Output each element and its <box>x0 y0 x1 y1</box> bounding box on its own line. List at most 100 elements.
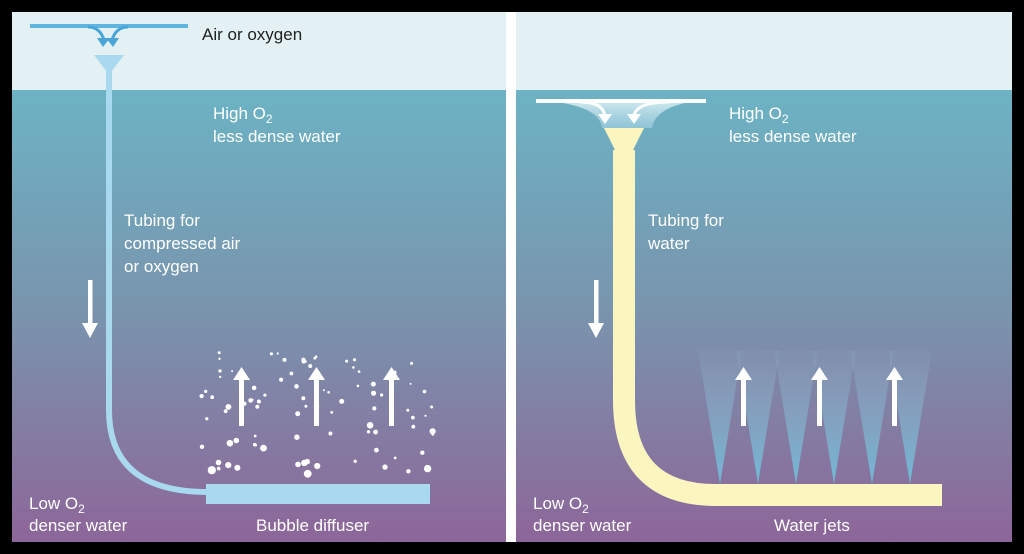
right-high-o2-label: High O2 <box>729 104 789 126</box>
surface-funnel <box>536 100 706 128</box>
bubble <box>225 404 232 410</box>
left-up-arrows <box>233 367 400 426</box>
bubble <box>353 459 357 463</box>
bubble <box>301 357 306 362</box>
bubble <box>295 411 301 417</box>
bubble <box>226 439 234 447</box>
bubble <box>357 370 361 373</box>
bubble <box>374 447 379 453</box>
bubble <box>409 382 412 385</box>
panel-divider <box>506 12 516 542</box>
right-down-arrow <box>588 280 604 338</box>
bubble <box>382 464 388 470</box>
bubble <box>276 352 279 355</box>
water-tube <box>613 150 942 506</box>
up-arrow <box>811 367 828 426</box>
bubble <box>256 399 261 404</box>
air-funnel <box>94 55 124 72</box>
bubble <box>410 361 414 365</box>
bubble <box>301 459 308 467</box>
right-low-o2-label: Low O2 <box>533 494 589 516</box>
gas-label: Air or oxygen <box>202 25 302 44</box>
water-jet <box>774 350 818 484</box>
water-jets <box>698 350 932 484</box>
bubble <box>204 389 208 393</box>
up-arrow <box>308 367 325 426</box>
bubble <box>205 417 209 421</box>
water-jet <box>698 350 742 484</box>
bubble <box>303 469 312 478</box>
bubble <box>218 369 222 373</box>
bubble <box>304 404 308 408</box>
bubble <box>313 356 317 360</box>
left-sky <box>12 12 506 90</box>
bubble <box>295 461 301 468</box>
bubble <box>233 437 240 444</box>
up-arrow <box>383 367 400 426</box>
air-inlet-arrow-left <box>87 25 106 41</box>
right-tubing-label-1: Tubing for <box>648 211 724 230</box>
right-tubing-label-2: water <box>647 234 690 253</box>
up-arrow <box>735 367 752 426</box>
bubble <box>323 389 325 392</box>
bubble <box>269 352 273 356</box>
left-tubing-label-2: compressed air <box>124 234 241 253</box>
air-inlet-arrowhead-right <box>106 38 119 47</box>
bubble <box>356 384 360 388</box>
bubble <box>260 444 267 452</box>
bubble <box>406 469 411 474</box>
surface-arrowhead-left <box>598 114 612 124</box>
bubble <box>366 430 371 434</box>
bubble <box>210 395 215 400</box>
right-less-dense-label: less dense water <box>729 127 857 146</box>
bubble-diffuser <box>206 484 430 504</box>
bubble <box>330 411 334 414</box>
bubble <box>217 351 221 355</box>
bubble <box>216 466 221 471</box>
air-inlet-arrowhead-left <box>97 38 110 47</box>
bubble <box>218 357 221 360</box>
bubble <box>328 431 333 436</box>
right-water <box>516 90 1012 542</box>
air-inlet-arrow-right <box>110 25 129 41</box>
bubble <box>339 398 345 404</box>
left-water <box>12 90 506 542</box>
bubble <box>411 415 415 420</box>
bubble <box>352 366 355 369</box>
bubble <box>352 358 357 362</box>
right-up-arrows <box>735 367 903 426</box>
bubble <box>314 462 321 470</box>
bubble <box>345 359 349 363</box>
bubble <box>393 456 397 460</box>
water-jet <box>812 350 856 484</box>
right-denser-label: denser water <box>533 516 632 535</box>
left-low-o2-label: Low O2 <box>29 494 85 516</box>
bubble <box>373 429 378 435</box>
bubble <box>422 389 427 394</box>
water-jet <box>850 350 894 484</box>
bubble <box>430 405 434 409</box>
bubble <box>380 393 384 397</box>
surface-arrow-left <box>579 100 607 117</box>
up-arrow <box>233 367 250 426</box>
bubble <box>219 375 222 379</box>
bubble <box>429 428 436 435</box>
water-funnel <box>604 128 644 152</box>
bubble <box>225 462 232 469</box>
left-panel: Air or oxygen High O2 less dense water T… <box>12 12 506 542</box>
surface-arrow-right <box>632 100 671 117</box>
bubble-diffuser-label: Bubble diffuser <box>256 516 369 535</box>
bubble <box>255 404 260 409</box>
bubble <box>371 390 377 396</box>
bubble <box>231 370 234 373</box>
bubble <box>263 393 267 397</box>
water-jet <box>736 350 780 484</box>
bubble <box>431 432 435 436</box>
bubble <box>370 381 376 387</box>
up-arrow <box>886 367 903 426</box>
bubble <box>223 409 228 414</box>
bubble <box>424 414 427 417</box>
bubble <box>327 391 330 394</box>
bubble <box>251 385 257 391</box>
